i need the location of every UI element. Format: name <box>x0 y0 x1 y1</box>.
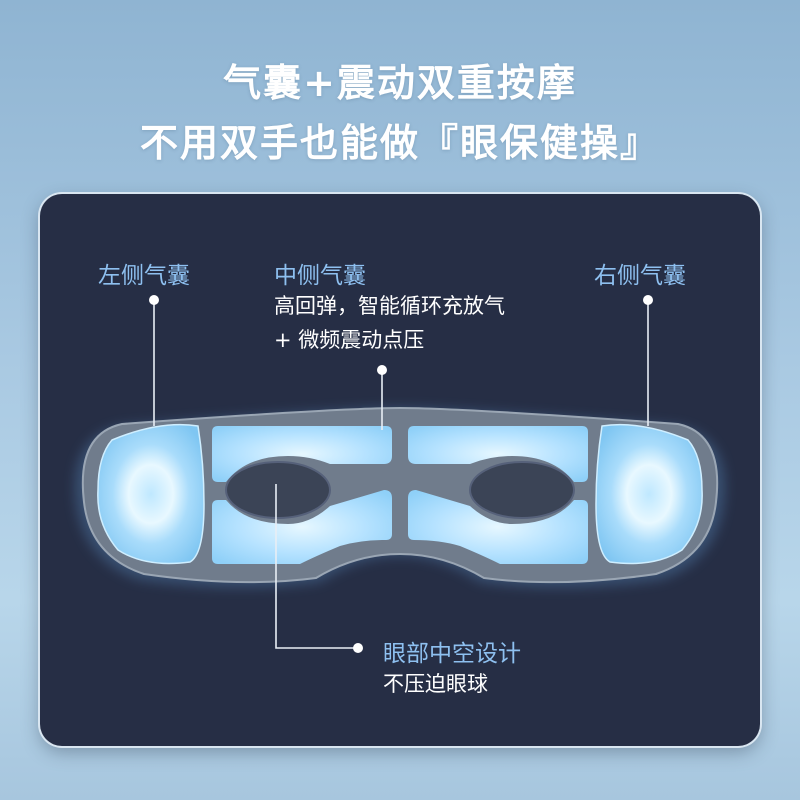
eye-hollow-desc: 不压迫眼球 <box>383 672 488 696</box>
middle-airbag-desc-2: + 微频震动点压 <box>274 328 425 352</box>
eye-hollow-label: 眼部中空设计 <box>383 641 521 667</box>
middle-pad-upper-left <box>212 426 392 482</box>
right-callout-dot <box>643 295 653 305</box>
headline-line-1: 气囊+震动双重按摩 <box>223 61 577 105</box>
middle-airbag-label: 中侧气囊 <box>274 263 366 289</box>
right-eye-hollow <box>469 461 575 519</box>
right-airbag-pad <box>595 423 703 565</box>
middle-pad-lower-right <box>408 490 588 564</box>
middle-pad-upper-right <box>408 426 588 482</box>
left-callout-dot <box>149 295 159 305</box>
left-airbag-pad <box>97 423 205 565</box>
middle-callout-dot <box>377 365 387 375</box>
diagram-card: 左侧气囊 中侧气囊 高回弹，智能循环充放气 + 微频震动点压 右侧气囊 眼部中空… <box>40 194 760 746</box>
middle-airbag-desc-1: 高回弹，智能循环充放气 <box>274 294 505 318</box>
headline-line-2: 不用双手也能做『眼保健操』 <box>139 121 660 165</box>
bottom-callout-dot <box>353 643 363 653</box>
right-airbag-label: 右侧气囊 <box>594 263 686 289</box>
left-airbag-label: 左侧气囊 <box>98 263 190 289</box>
eye-mask-diagram <box>74 295 726 653</box>
middle-pad-lower-left <box>212 490 392 564</box>
left-eye-hollow <box>225 461 331 519</box>
bottom-callout-line <box>275 484 356 649</box>
